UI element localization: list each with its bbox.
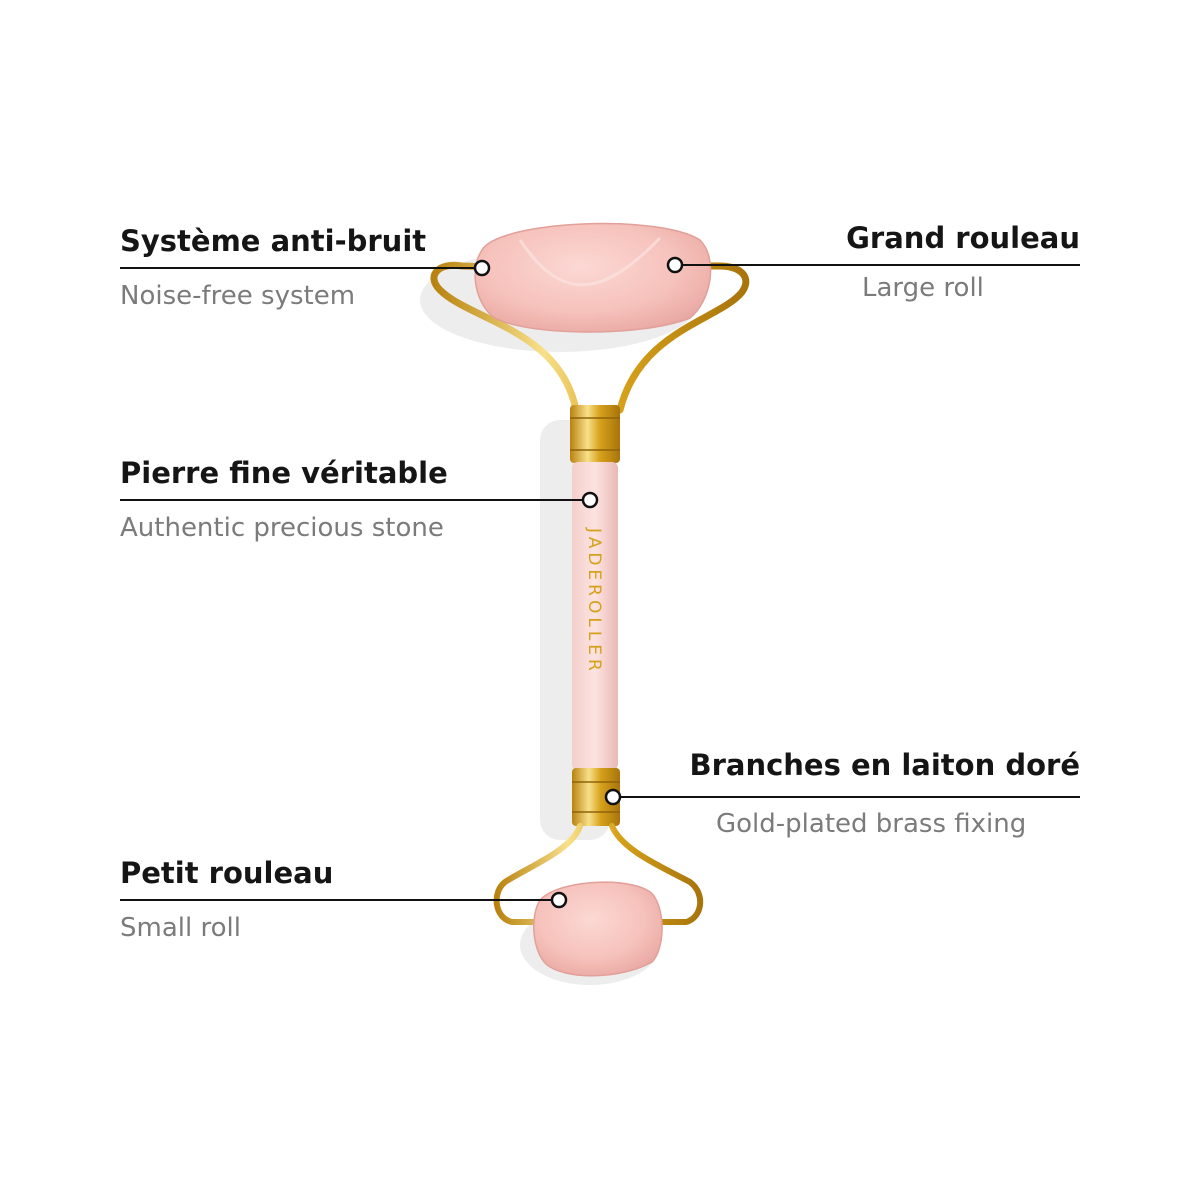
top-brass-cap bbox=[570, 405, 620, 463]
drop-shadow bbox=[420, 248, 700, 985]
callout-brass-fixing-title: Branches en laiton doré bbox=[689, 748, 1080, 782]
lower-frame-wire bbox=[493, 823, 703, 925]
anchor-dots bbox=[473, 256, 684, 909]
dot-noise-free bbox=[473, 259, 491, 277]
stone-handle bbox=[572, 462, 618, 770]
callout-noise-free-title: Système anti-bruit bbox=[120, 224, 427, 258]
brand-engraving: JADEROLLER bbox=[584, 527, 604, 675]
callout-brass-fixing-subtitle: Gold-plated brass fixing bbox=[716, 809, 1027, 839]
callout-large-roll-title: Grand rouleau bbox=[846, 221, 1080, 255]
callout-small-roll-title: Petit rouleau bbox=[120, 856, 334, 890]
dot-precious-stone bbox=[581, 491, 599, 509]
callout-noise-free-subtitle: Noise-free system bbox=[120, 281, 356, 311]
leader-lines bbox=[120, 264, 1080, 901]
small-roll-stone bbox=[533, 881, 663, 977]
dot-small-roll bbox=[550, 891, 568, 909]
callout-precious-stone-title: Pierre fine véritable bbox=[120, 456, 448, 490]
dot-large-roll bbox=[666, 256, 684, 274]
callout-small-roll-subtitle: Small roll bbox=[120, 913, 241, 943]
callout-large-roll-subtitle: Large roll bbox=[862, 273, 984, 303]
dot-brass-fixing bbox=[604, 788, 622, 806]
large-roll-stone bbox=[474, 222, 712, 333]
callout-precious-stone-subtitle: Authentic precious stone bbox=[120, 513, 444, 543]
large-roll-facet bbox=[518, 236, 662, 287]
